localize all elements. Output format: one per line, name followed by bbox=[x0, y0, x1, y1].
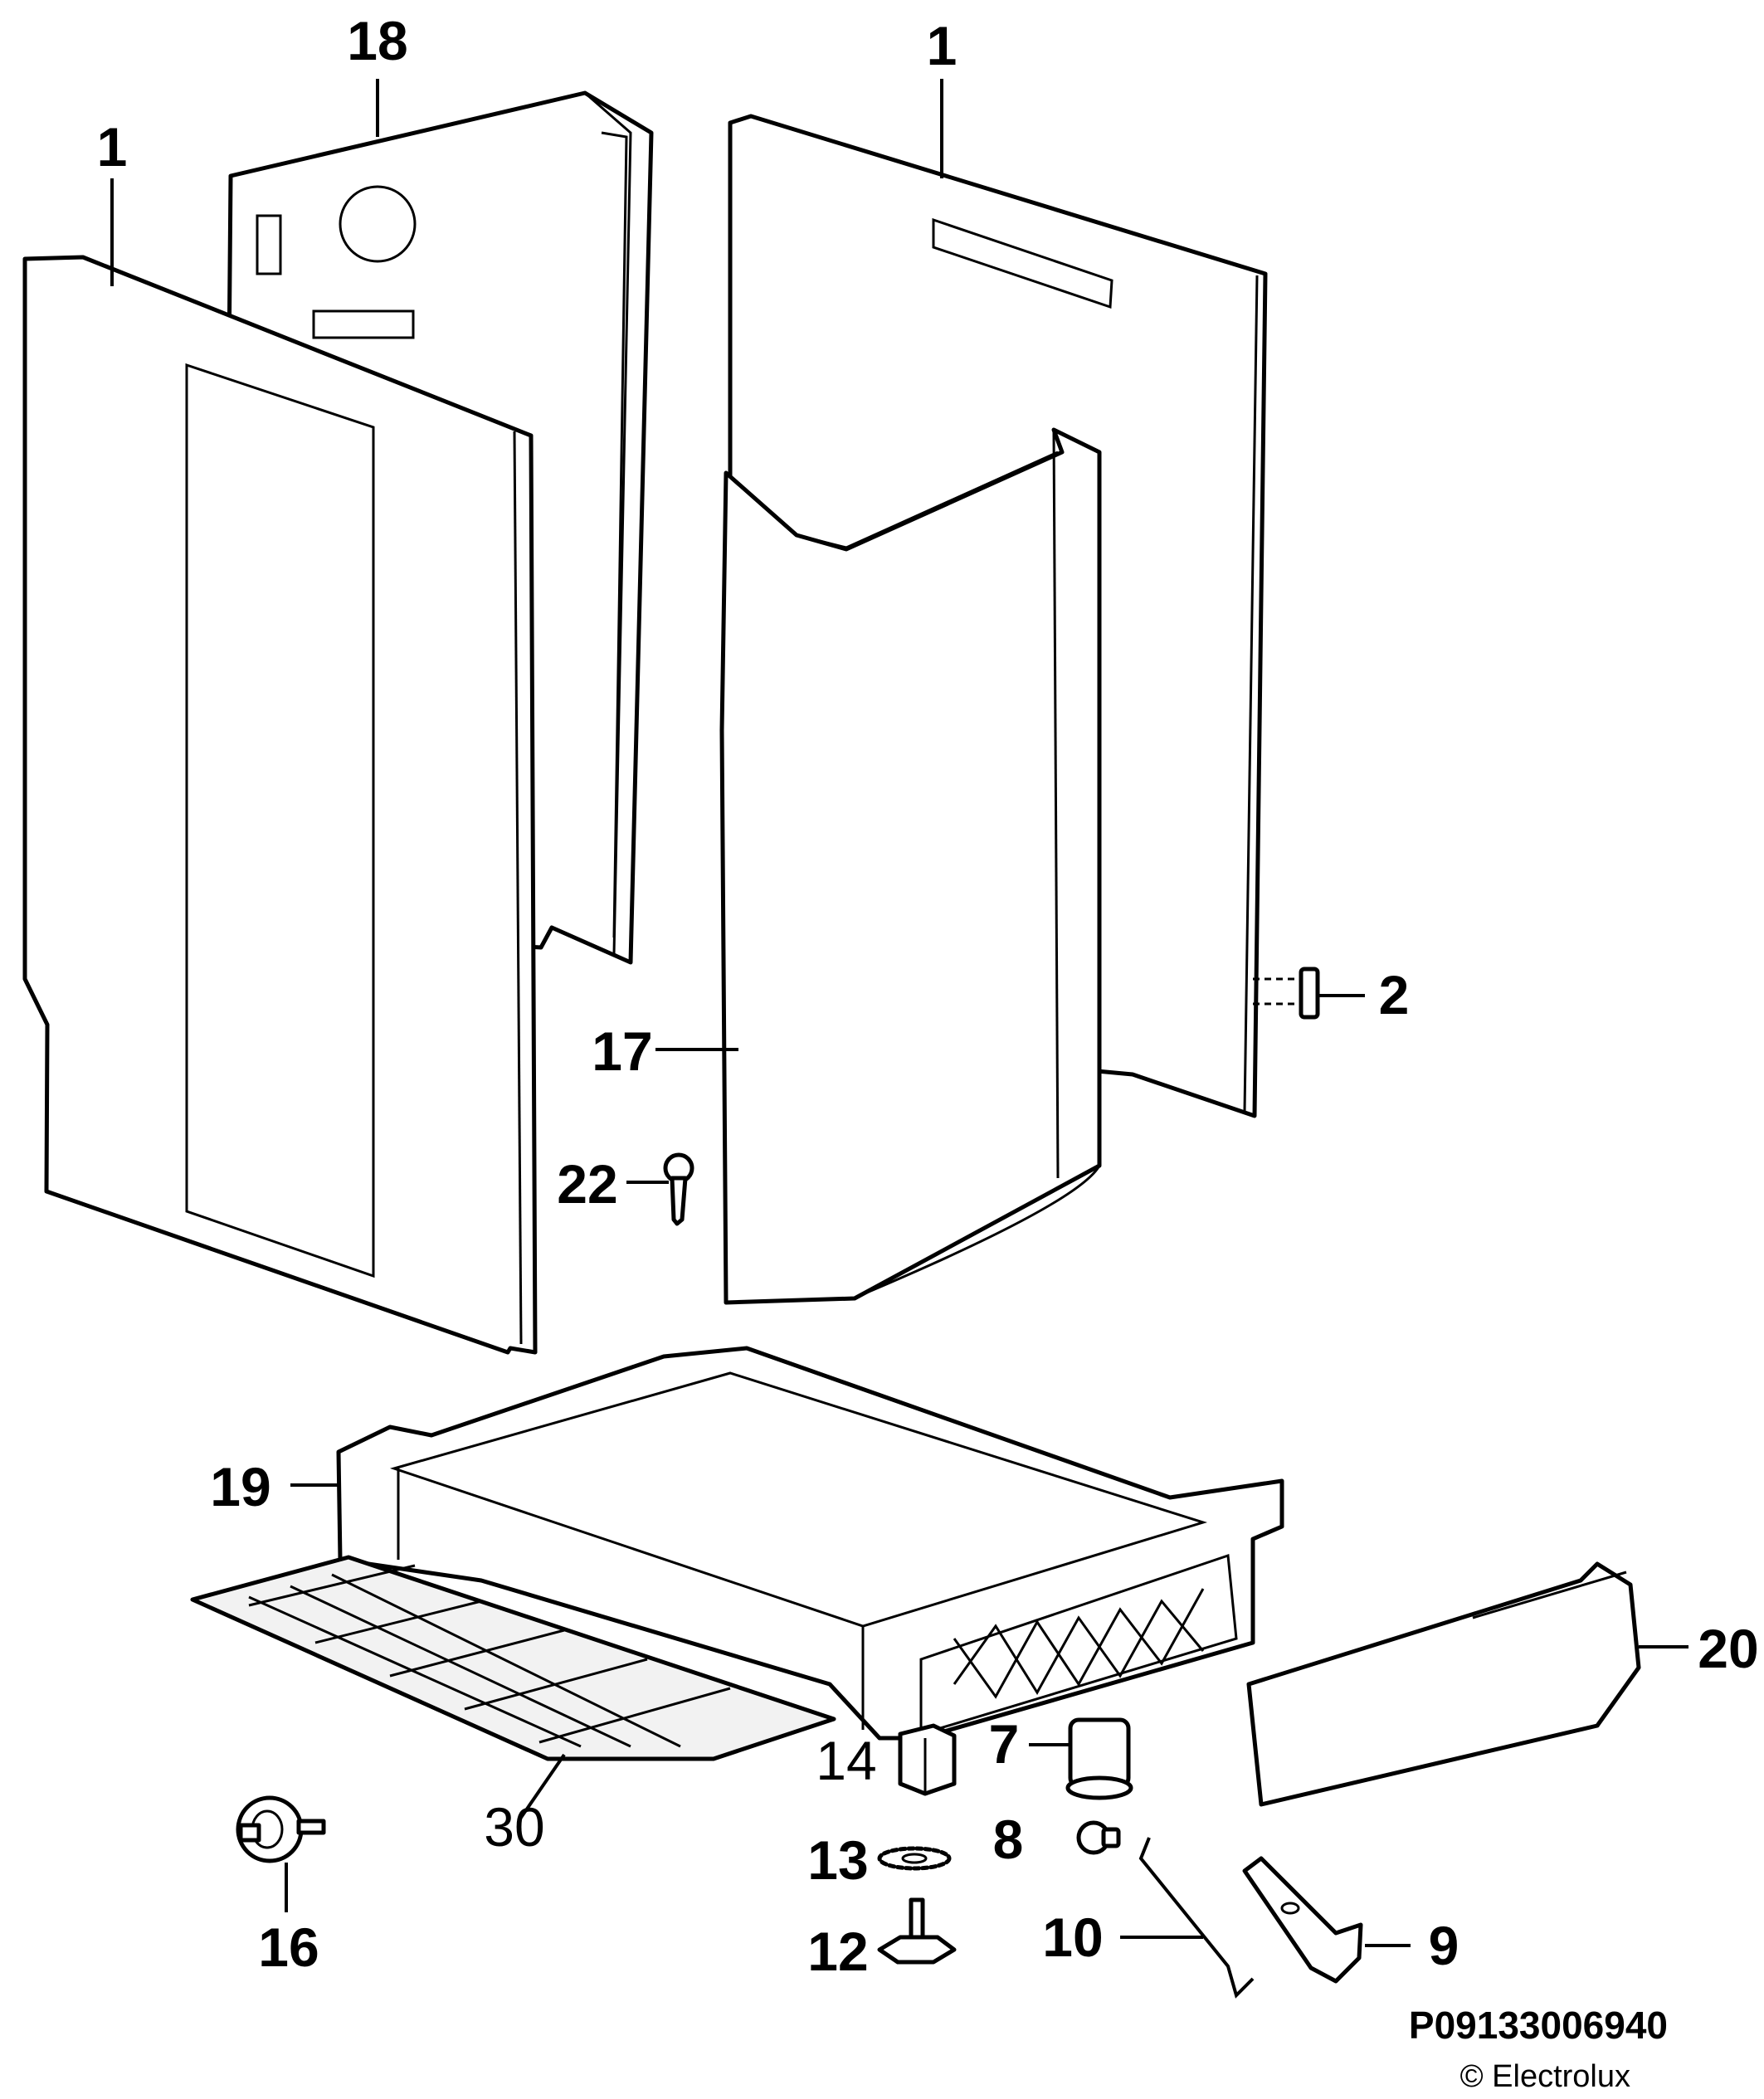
part-22-screw bbox=[626, 1152, 694, 1226]
part-7-foot-cap bbox=[1029, 1717, 1133, 1800]
callout-19: 19 bbox=[210, 1456, 270, 1517]
part-9-lever bbox=[1242, 1856, 1411, 1984]
part-20-plinth bbox=[1246, 1561, 1688, 1807]
part-16-roller bbox=[236, 1795, 326, 1912]
part-1-left-side-panel bbox=[22, 255, 538, 1355]
callout-20: 20 bbox=[1698, 1618, 1758, 1679]
document-code: P09133006940 bbox=[1409, 2004, 1668, 2047]
part-14-spacer bbox=[898, 1723, 957, 1796]
part-13-toothed-washer bbox=[877, 1846, 952, 1871]
copyright-note: © Electrolux bbox=[1460, 2059, 1630, 2094]
callout-14: 14 bbox=[816, 1730, 876, 1791]
callout-12: 12 bbox=[807, 1921, 868, 1982]
part-2-clip bbox=[1253, 967, 1365, 1020]
callout-9: 9 bbox=[1429, 1915, 1459, 1976]
callout-18: 18 bbox=[347, 10, 407, 71]
callout-1-left: 1 bbox=[97, 116, 128, 178]
callout-8: 8 bbox=[993, 1809, 1024, 1870]
callout-16: 16 bbox=[258, 1916, 319, 1978]
callout-10: 10 bbox=[1042, 1907, 1103, 1968]
callout-7: 7 bbox=[989, 1713, 1020, 1775]
callout-17: 17 bbox=[592, 1020, 652, 1082]
part-8-knob bbox=[1076, 1820, 1121, 1855]
part-30-filter-grid bbox=[190, 1555, 836, 1823]
callout-22: 22 bbox=[557, 1153, 617, 1215]
callout-1-right: 1 bbox=[927, 15, 958, 76]
part-12-adjustable-foot bbox=[877, 1897, 957, 1965]
part-10-spring-wire bbox=[1120, 1837, 1255, 1999]
callout-30: 30 bbox=[484, 1796, 544, 1858]
part-19-base-frame bbox=[290, 1346, 1284, 1741]
callout-13: 13 bbox=[807, 1829, 868, 1891]
part-17-front-panel bbox=[719, 427, 1102, 1305]
callout-2: 2 bbox=[1379, 964, 1410, 1025]
